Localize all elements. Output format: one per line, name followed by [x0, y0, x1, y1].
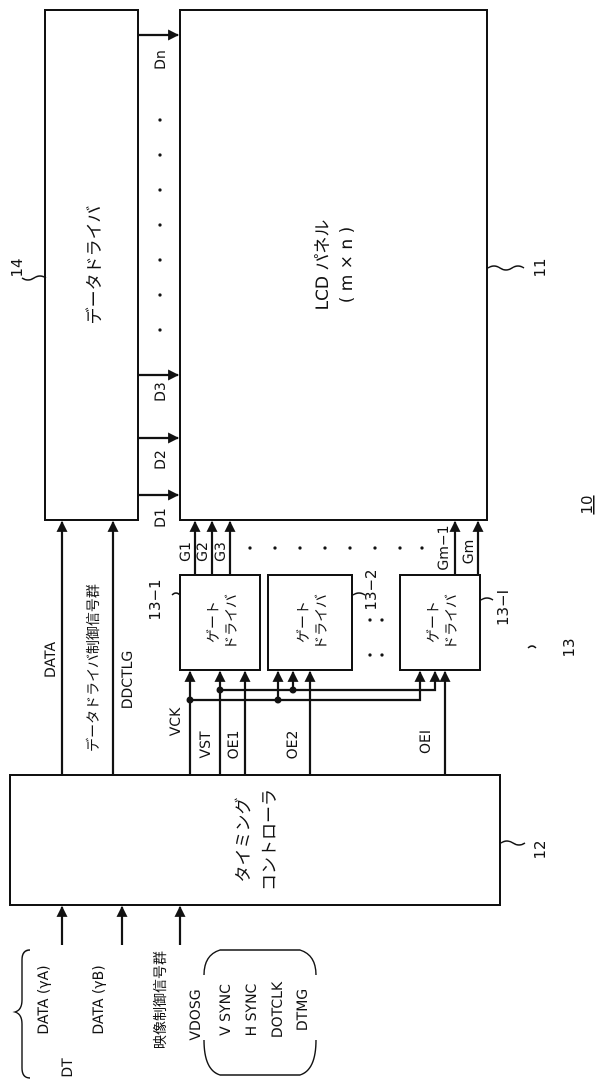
ellipsis-dot: [158, 258, 161, 261]
lcd-panel-label: LCD パネル: [313, 220, 333, 311]
vck-bus-line: [190, 672, 420, 775]
vsync-label: V SYNC: [218, 984, 234, 1036]
gate-line-g1-label: G1: [178, 542, 194, 562]
ref-13-2-leader: [353, 593, 365, 595]
gate-line-gm-1-label: Gm−1: [436, 525, 452, 570]
data-b-input-label: DATA (γB): [91, 965, 107, 1034]
data-signal-label: DATA: [43, 642, 59, 678]
data-a-input-label: DATA (γA): [36, 965, 52, 1034]
timing-controller-block: [10, 775, 500, 905]
ref-13-2-label: 13−2: [362, 569, 380, 610]
gate-driver-2-label-1: ゲート: [296, 601, 312, 643]
junction-dot: [290, 687, 297, 694]
ref-13-leader: [528, 646, 536, 648]
junction-dot: [187, 697, 194, 704]
timing-controller-label-1: タイミング: [234, 798, 254, 883]
dt-label: DT: [60, 1058, 76, 1078]
data-line-dn-label: Dn: [153, 50, 169, 70]
hsync-label: H SYNC: [244, 983, 260, 1036]
dtmg-label: DTMG: [295, 989, 311, 1031]
ellipsis-dot: [323, 546, 326, 549]
junction-dot: [275, 697, 282, 704]
junction-dot: [217, 687, 224, 694]
data-driver-label: データドライバ: [84, 206, 105, 325]
ellipsis-dot: [248, 546, 251, 549]
gate-line-g2-label: G2: [195, 542, 211, 562]
ref-12-label: 12: [531, 840, 549, 859]
gate-driver-1-label-1: ゲート: [206, 601, 222, 643]
gate-driver-2-label-2: ドライバ: [314, 594, 330, 650]
ellipsis-dot: [420, 546, 423, 549]
ellipsis-dot: [158, 153, 161, 156]
vck-label: VCK: [168, 707, 184, 736]
ref-12-leader: [501, 841, 525, 845]
ellipsis-dot: [158, 188, 161, 191]
ref-13-i-label: 13−I: [494, 590, 512, 626]
ellipsis-dot: [380, 653, 383, 656]
sync-group-bracket-top: [204, 950, 316, 975]
gate-line-g3-label: G3: [213, 542, 229, 562]
video-control-label: 映像制御信号群: [153, 951, 169, 1049]
ddctlg-label: DDCTLG: [120, 651, 136, 710]
ellipsis-dot: [398, 546, 401, 549]
ref-13-i-leader: [481, 598, 493, 600]
oe2-label: OE2: [285, 731, 301, 760]
oei-label: OEI: [418, 730, 434, 754]
ellipsis-dot: [158, 118, 161, 121]
ellipsis-dot: [380, 618, 383, 621]
sync-group-bracket-bottom: [204, 1040, 316, 1075]
data-line-d2-label: D2: [153, 450, 169, 470]
gate-driver-1-label-2: ドライバ: [224, 594, 240, 650]
gate-driver-i-label-1: ゲート: [426, 601, 442, 643]
gate-driver-i-label-2: ドライバ: [444, 594, 460, 650]
timing-controller-label-2: コントローラ: [260, 789, 280, 891]
ellipsis-dot: [368, 618, 371, 621]
ellipsis-dot: [273, 546, 276, 549]
vdosg-label: VDOSG: [188, 989, 204, 1040]
ref-13-1-label: 13−1: [146, 579, 164, 620]
dt-brace: [15, 950, 30, 1078]
ref-13-1-leader: [172, 593, 180, 595]
dotclk-label: DOTCLK: [270, 981, 286, 1038]
oe1-label: OE1: [226, 731, 242, 760]
lcd-panel-size-label: ( m × n ): [337, 227, 357, 303]
ref-11-label: 11: [531, 258, 549, 277]
ellipsis-dot: [158, 293, 161, 296]
data-driver-control-label: データドライバ制御信号群: [85, 584, 102, 752]
figure-label: 10: [578, 495, 596, 514]
ref-14-label: 14: [8, 258, 26, 277]
gate-line-gm-label: Gm: [461, 540, 477, 565]
vst-bus-line: [220, 672, 435, 775]
ellipsis-dot: [368, 653, 371, 656]
ellipsis-dot: [158, 223, 161, 226]
ellipsis-dot: [373, 546, 376, 549]
ref-11-leader: [488, 266, 524, 270]
data-line-d1-label: D1: [153, 508, 169, 528]
vst-label: VST: [198, 731, 214, 758]
data-line-arrows: [138, 35, 178, 495]
ref-13-label: 13: [560, 638, 578, 657]
lcd-panel-block: [180, 10, 487, 520]
ellipsis-dot: [158, 328, 161, 331]
data-line-d3-label: D3: [153, 382, 169, 402]
ellipsis-dot: [348, 546, 351, 549]
ellipsis-dot: [298, 546, 301, 549]
